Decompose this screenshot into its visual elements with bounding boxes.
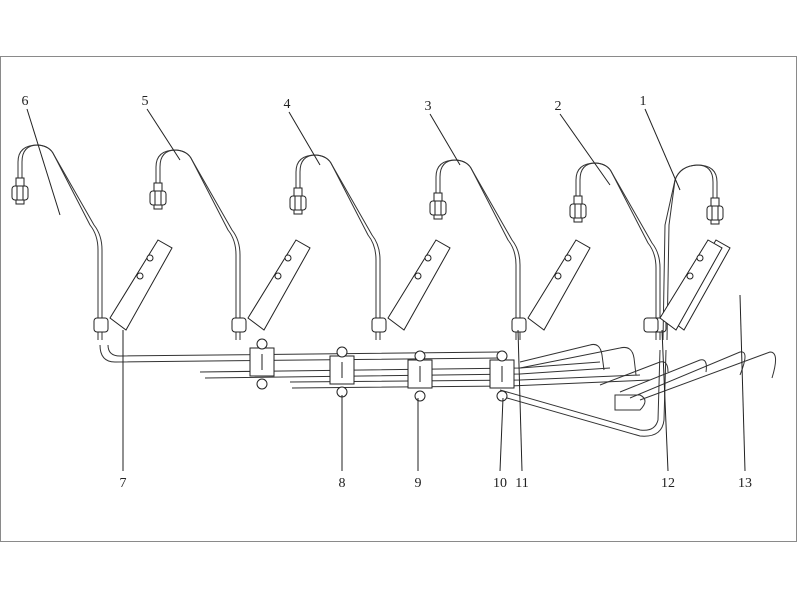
nut-hex xyxy=(569,203,587,219)
callout-label: 8 xyxy=(339,476,346,491)
pipe-line xyxy=(17,144,99,340)
nut-neck xyxy=(15,177,25,187)
nut-hex xyxy=(11,185,29,201)
callout-label: 11 xyxy=(515,476,528,491)
leader-line xyxy=(499,397,504,472)
leader-line xyxy=(517,329,523,472)
leader-line xyxy=(288,111,321,166)
leader-line xyxy=(26,108,61,216)
leader-line xyxy=(429,113,461,166)
nut-neck xyxy=(293,187,303,197)
pipe-line xyxy=(579,162,661,340)
clamp-eye xyxy=(336,346,348,358)
bracket-hole xyxy=(146,254,154,262)
drawing-frame xyxy=(0,56,797,542)
pipe-line xyxy=(439,159,521,340)
bracket-hole xyxy=(564,254,572,262)
fitting-nut xyxy=(569,195,587,223)
bracket-hole xyxy=(424,254,432,262)
callout-label: 2 xyxy=(555,99,562,114)
pipe-clip xyxy=(231,317,247,333)
mounting-bracket xyxy=(109,239,173,331)
clamp-eye xyxy=(414,390,426,402)
clamp-eye xyxy=(496,350,508,362)
mounting-bracket xyxy=(659,239,723,331)
leader-line xyxy=(661,329,669,472)
clamp xyxy=(249,338,275,390)
bracket-hole xyxy=(136,272,144,280)
injector-pipe xyxy=(643,164,723,341)
pipe-clip xyxy=(643,317,659,333)
callout-label: 7 xyxy=(120,476,127,491)
mounting-bracket xyxy=(247,239,311,331)
nut-tip xyxy=(153,204,163,210)
pipe-line xyxy=(666,164,718,341)
callout-label: 1 xyxy=(640,94,647,109)
bracket-hole xyxy=(554,272,562,280)
injector-pipe xyxy=(155,149,311,340)
leader-line xyxy=(739,294,746,472)
leader-line xyxy=(644,108,681,191)
pipe-line xyxy=(159,149,241,340)
callout-label: 5 xyxy=(142,94,149,109)
pipe-clip xyxy=(511,317,527,333)
clamp-eye xyxy=(256,378,268,390)
nut-tip xyxy=(573,217,583,223)
bracket-hole xyxy=(414,272,422,280)
nut-tip xyxy=(293,209,303,215)
injector-pipe xyxy=(435,159,591,340)
nut-neck xyxy=(153,182,163,192)
fitting-nut xyxy=(289,187,307,215)
callout-label: 4 xyxy=(284,97,291,112)
pipe-clip xyxy=(93,317,109,333)
fitting-nut xyxy=(11,177,29,205)
clamps xyxy=(249,338,515,402)
nut-neck xyxy=(573,195,583,205)
injector-pipes xyxy=(17,144,731,341)
nut-neck xyxy=(710,197,720,207)
injector-pipe xyxy=(17,144,173,340)
nut-hex xyxy=(706,205,724,221)
fitting-nut xyxy=(706,197,724,225)
fitting-nut xyxy=(149,182,167,210)
nut-hex xyxy=(429,200,447,216)
bracket-hole xyxy=(284,254,292,262)
callout-label: 12 xyxy=(661,476,675,491)
clamp-eye xyxy=(414,350,426,362)
nut-tip xyxy=(710,219,720,225)
pipe-clip xyxy=(371,317,387,333)
injector-pipe xyxy=(295,154,451,340)
clamp-eye xyxy=(256,338,268,350)
nut-tip xyxy=(433,214,443,220)
callout-label: 10 xyxy=(493,476,507,491)
pipe-line xyxy=(299,154,381,340)
mounting-bracket xyxy=(387,239,451,331)
bracket-hole xyxy=(686,272,694,280)
bracket-hole xyxy=(696,254,704,262)
nut-hex xyxy=(289,195,307,211)
callout-label: 13 xyxy=(738,476,752,491)
pipe-line xyxy=(21,144,103,340)
callout-label: 9 xyxy=(415,476,422,491)
clamp xyxy=(489,350,515,402)
leader-line xyxy=(559,113,611,186)
callout-label: 6 xyxy=(22,94,29,109)
pipe-line xyxy=(155,149,237,340)
fitting-nut xyxy=(429,192,447,220)
nut-tip xyxy=(15,199,25,205)
nut-hex xyxy=(149,190,167,206)
nut-neck xyxy=(433,192,443,202)
clamp-eye xyxy=(496,390,508,402)
clamp xyxy=(329,346,355,398)
leader-line xyxy=(146,108,181,161)
mounting-bracket xyxy=(527,239,591,331)
bracket-hole xyxy=(274,272,282,280)
fuel-rail-bundle xyxy=(99,344,776,437)
end-fitting-nuts xyxy=(11,177,724,225)
callout-label: 3 xyxy=(425,99,432,114)
